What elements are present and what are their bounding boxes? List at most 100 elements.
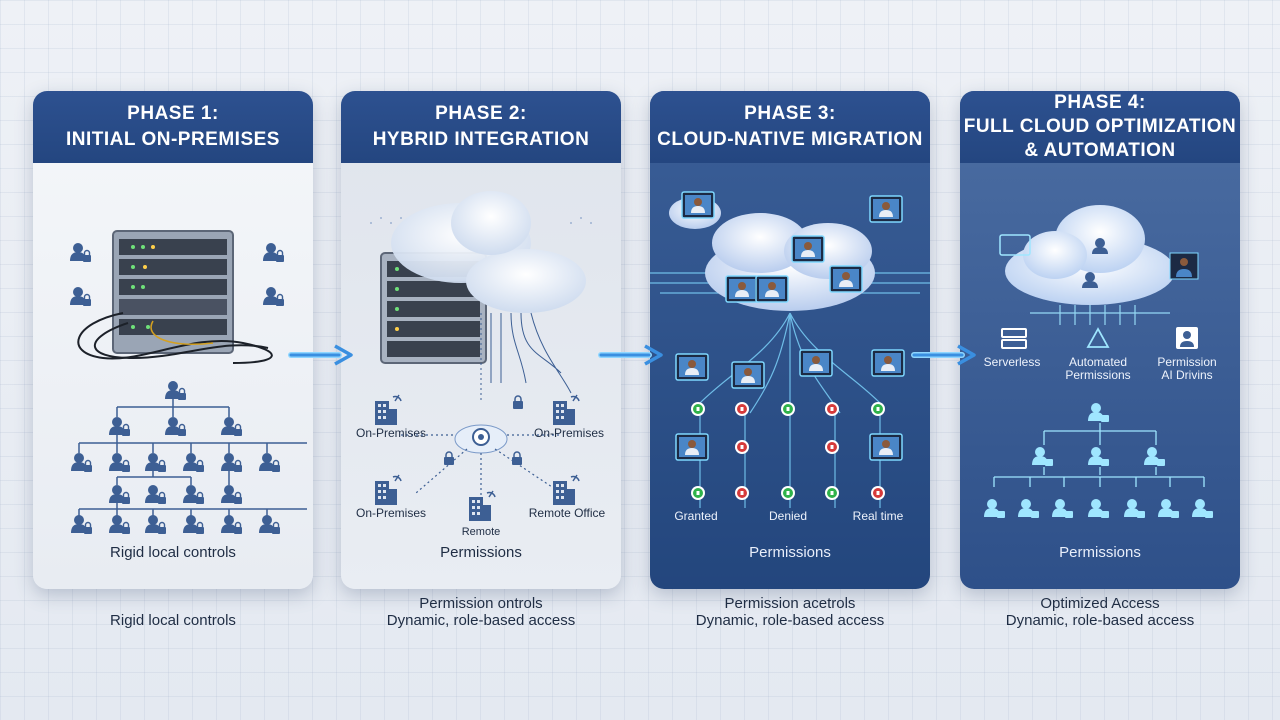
granted-dot — [781, 486, 795, 500]
server-rack-icon — [380, 252, 487, 364]
user-lock-icon — [108, 484, 131, 505]
agent-icon — [869, 433, 903, 461]
arrow-right-icon — [911, 344, 976, 366]
phase-3-panel: PHASE 3: CLOUD-NATIVE MIGRATION — [650, 91, 930, 589]
agent-icon — [1169, 252, 1199, 280]
user-lock-icon — [258, 452, 281, 473]
user-lock-icon — [1088, 447, 1109, 466]
phase-1-below-line-2: Rigid local controls — [110, 612, 236, 629]
phase-1-header: PHASE 1: INITIAL ON-PREMISES — [33, 91, 313, 163]
permission-label-2: AI Drivins — [1161, 368, 1212, 382]
arrow-right-icon — [598, 344, 663, 366]
phase-2-below: Permission ontrols Dynamic, role-based a… — [341, 595, 621, 629]
user-lock-icon — [984, 499, 1005, 518]
denied-dot — [735, 402, 749, 416]
agent-icon — [871, 349, 905, 377]
denied-dot — [825, 440, 839, 454]
phase-2-caption: Permissions — [440, 544, 522, 561]
agent-icon — [791, 235, 825, 263]
phase-1-below-line-1 — [33, 595, 313, 612]
phase-2-panel: PHASE 2: HYBRID INTEGRATION — [341, 91, 621, 589]
user-lock-icon — [1158, 499, 1179, 518]
cloud-node-icon — [454, 424, 508, 454]
user-lock-icon — [182, 514, 205, 535]
phase-1-caption: Rigid local controls — [110, 544, 236, 561]
user-lock-icon — [70, 514, 93, 535]
phase-3-diagram: Granted Denied Real time — [650, 163, 930, 589]
permission-label-1: Permission — [1157, 355, 1216, 369]
user-lock-icon — [182, 484, 205, 505]
user-lock-icon — [69, 286, 92, 307]
phase-3-caption: Permissions — [749, 544, 831, 561]
cloud-icon — [1005, 205, 1175, 305]
granted-dot — [691, 486, 705, 500]
agent-icon — [675, 433, 709, 461]
agent-icon — [731, 361, 765, 389]
user-lock-icon — [144, 484, 167, 505]
phase-4-title: FULL CLOUD OPTIMIZATION — [963, 116, 1237, 137]
phase-1-title: INITIAL ON-PREMISES — [66, 129, 280, 150]
phase-1-diagram — [33, 163, 313, 589]
lock-icon — [511, 451, 523, 466]
user-lock-icon — [1192, 499, 1213, 518]
agent-icon — [681, 191, 715, 219]
denied-dot — [871, 486, 885, 500]
user-lock-icon — [220, 484, 243, 505]
user-lock-icon — [262, 242, 285, 263]
user-lock-icon — [69, 242, 92, 263]
user-lock-icon — [1052, 499, 1073, 518]
phase-2-title: HYBRID INTEGRATION — [372, 129, 590, 150]
denied-dot — [825, 402, 839, 416]
serverless-label: Serverless — [984, 355, 1041, 369]
phase-3-below-line-1: Permission acetrols — [724, 595, 856, 612]
phase-1-below: Rigid local controls — [33, 595, 313, 629]
phase-2-below-line-1: Permission ontrols — [419, 595, 543, 612]
user-lock-icon — [164, 380, 187, 401]
arrow-right-icon — [288, 344, 353, 366]
phase-2-number: PHASE 2: — [435, 103, 527, 124]
user-lock-icon — [1144, 447, 1165, 466]
phase-2-header: PHASE 2: HYBRID INTEGRATION — [341, 91, 621, 163]
denied-dot — [735, 440, 749, 454]
permission-ai-icon — [1176, 327, 1198, 349]
onprem-label-a: On-Premises — [356, 426, 426, 440]
user-lock-icon — [108, 514, 131, 535]
user-lock-icon — [108, 416, 131, 437]
automated-label-2: Permissions — [1065, 368, 1130, 382]
phase-2-diagram: On-Premises On-Premises On-Premises Remo… — [341, 163, 621, 589]
agent-icon — [675, 353, 709, 381]
phase-4-below-line-2: Dynamic, role-based access — [1005, 612, 1195, 629]
screen-icon — [999, 234, 1031, 256]
user-lock-icon — [164, 416, 187, 437]
phase-1-panel: PHASE 1: INITIAL ON-PREMISES — [33, 91, 313, 589]
phase-4-diagram: Serverless Automated Permissions Permiss… — [960, 163, 1240, 589]
lock-icon — [512, 395, 524, 410]
agent-icon — [755, 275, 789, 303]
phase-3-below: Permission acetrols Dynamic, role-based … — [650, 595, 930, 629]
user-lock-icon — [182, 452, 205, 473]
onprem-label-c: On-Premises — [356, 506, 426, 520]
agent-icon — [725, 275, 759, 303]
denied-dot — [735, 486, 749, 500]
granted-dot — [781, 402, 795, 416]
phase-1-number: PHASE 1: — [127, 103, 219, 124]
server-rack-icon — [77, 230, 273, 364]
granted-label: Granted — [674, 509, 717, 523]
phase-4-below: Optimized Access Dynamic, role-based acc… — [960, 595, 1240, 629]
phase-4-caption: Permissions — [1059, 544, 1141, 561]
phase-4-panel: PHASE 4: FULL CLOUD OPTIMIZATION & AUTOM… — [960, 91, 1240, 589]
phase-3-title: CLOUD-NATIVE MIGRATION — [657, 129, 923, 150]
phase-2-below-line-2: Dynamic, role-based access — [386, 612, 576, 629]
denied-label: Denied — [769, 509, 807, 523]
user-lock-icon — [258, 514, 281, 535]
user-lock-icon — [144, 452, 167, 473]
user-lock-icon — [1124, 499, 1145, 518]
agent-icon — [799, 349, 833, 377]
phase-4-header: PHASE 4: FULL CLOUD OPTIMIZATION & AUTOM… — [960, 91, 1240, 163]
building-icon — [552, 474, 580, 506]
user-lock-icon — [144, 514, 167, 535]
user-lock-icon — [1088, 499, 1109, 518]
agent-icon — [869, 195, 903, 223]
granted-dot — [691, 402, 705, 416]
user-lock-icon — [1018, 499, 1039, 518]
